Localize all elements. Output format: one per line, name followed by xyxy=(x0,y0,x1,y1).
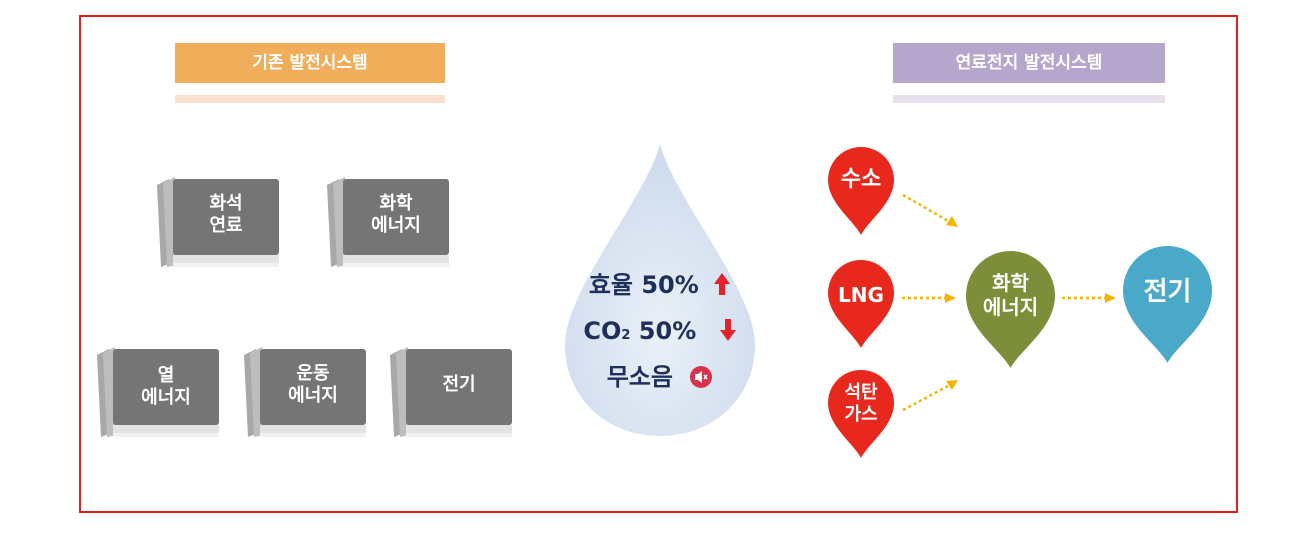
card-line1: 화학 xyxy=(379,193,413,214)
pin-label: 전기 xyxy=(1143,277,1192,307)
arrow-hydrogen-to-chemical xyxy=(902,193,951,224)
card-stack-shape xyxy=(390,347,512,437)
card-stack-shape xyxy=(157,177,279,267)
card-line1: 열 xyxy=(157,365,175,386)
speaker-mute-icon xyxy=(690,366,713,388)
left-title-shadow xyxy=(175,95,445,103)
card-line1: 화석 xyxy=(209,193,243,214)
efficiency-text: 효율 50% xyxy=(588,271,699,299)
noise-text: 무소음 xyxy=(606,363,673,391)
pin-label: LNG xyxy=(838,283,884,307)
card-stack-shape xyxy=(97,347,219,437)
co2-row: CO2 50% xyxy=(555,314,765,348)
pin-coal-gas: 석탄 가스 xyxy=(826,368,896,460)
map-pin-shape xyxy=(828,370,894,458)
down-arrow-icon xyxy=(719,319,736,341)
map-pin-shape xyxy=(828,260,894,348)
card-line1: 전기 xyxy=(442,374,476,395)
pin-lng: LNG xyxy=(826,258,896,350)
left-system-title: 기존 발전시스템 xyxy=(175,43,445,83)
card-kinetic-energy: 운동 에너지 xyxy=(242,345,370,441)
pin-label-line2: 에너지 xyxy=(982,295,1039,319)
noise-row: 무소음 xyxy=(555,360,765,394)
co2-value: 50% xyxy=(638,317,697,345)
arrow-coalgas-to-chemical xyxy=(902,383,951,412)
pin-label-line1: 화학 xyxy=(992,271,1029,295)
right-title-shadow xyxy=(893,95,1165,103)
diagram-frame xyxy=(79,15,1238,513)
arrow-head xyxy=(946,380,958,390)
co2-label: CO2 xyxy=(583,317,631,345)
pin-label: 수소 xyxy=(840,167,882,192)
card-line2: 에너지 xyxy=(288,385,338,406)
pin-hydrogen: 수소 xyxy=(826,145,896,237)
card-heat-energy: 열 에너지 xyxy=(95,345,223,441)
efficiency-row: 효율 50% xyxy=(555,268,765,302)
card-stack-shape xyxy=(244,347,366,437)
card-line2: 에너지 xyxy=(371,215,421,236)
arrow-head xyxy=(1105,293,1116,303)
up-arrow-icon xyxy=(714,273,731,295)
card-fossil-fuel: 화석 연료 xyxy=(155,175,283,271)
pin-chemical-energy: 화학 에너지 xyxy=(963,248,1058,370)
map-pin-shape xyxy=(828,147,894,235)
right-system-title: 연료전지 발전시스템 xyxy=(893,43,1165,83)
map-pin-shape xyxy=(966,251,1055,368)
pin-electricity: 전기 xyxy=(1120,243,1215,365)
card-electricity: 전기 xyxy=(388,345,516,441)
card-line1: 운동 xyxy=(296,363,330,384)
card-line2: 에너지 xyxy=(141,387,191,408)
pin-label-line2: 가스 xyxy=(844,404,878,425)
card-chemical-energy: 화학 에너지 xyxy=(325,175,453,271)
map-pin-shape xyxy=(1123,246,1212,363)
arrow-head xyxy=(946,216,958,227)
arrow-head xyxy=(945,293,956,303)
benefits-drop: 효율 50% CO2 50% 무소음 xyxy=(555,140,765,440)
pin-label-line1: 석탄 xyxy=(844,382,878,403)
card-stack-shape xyxy=(327,177,449,267)
card-line2: 연료 xyxy=(209,215,243,236)
drop-shape xyxy=(565,144,755,436)
